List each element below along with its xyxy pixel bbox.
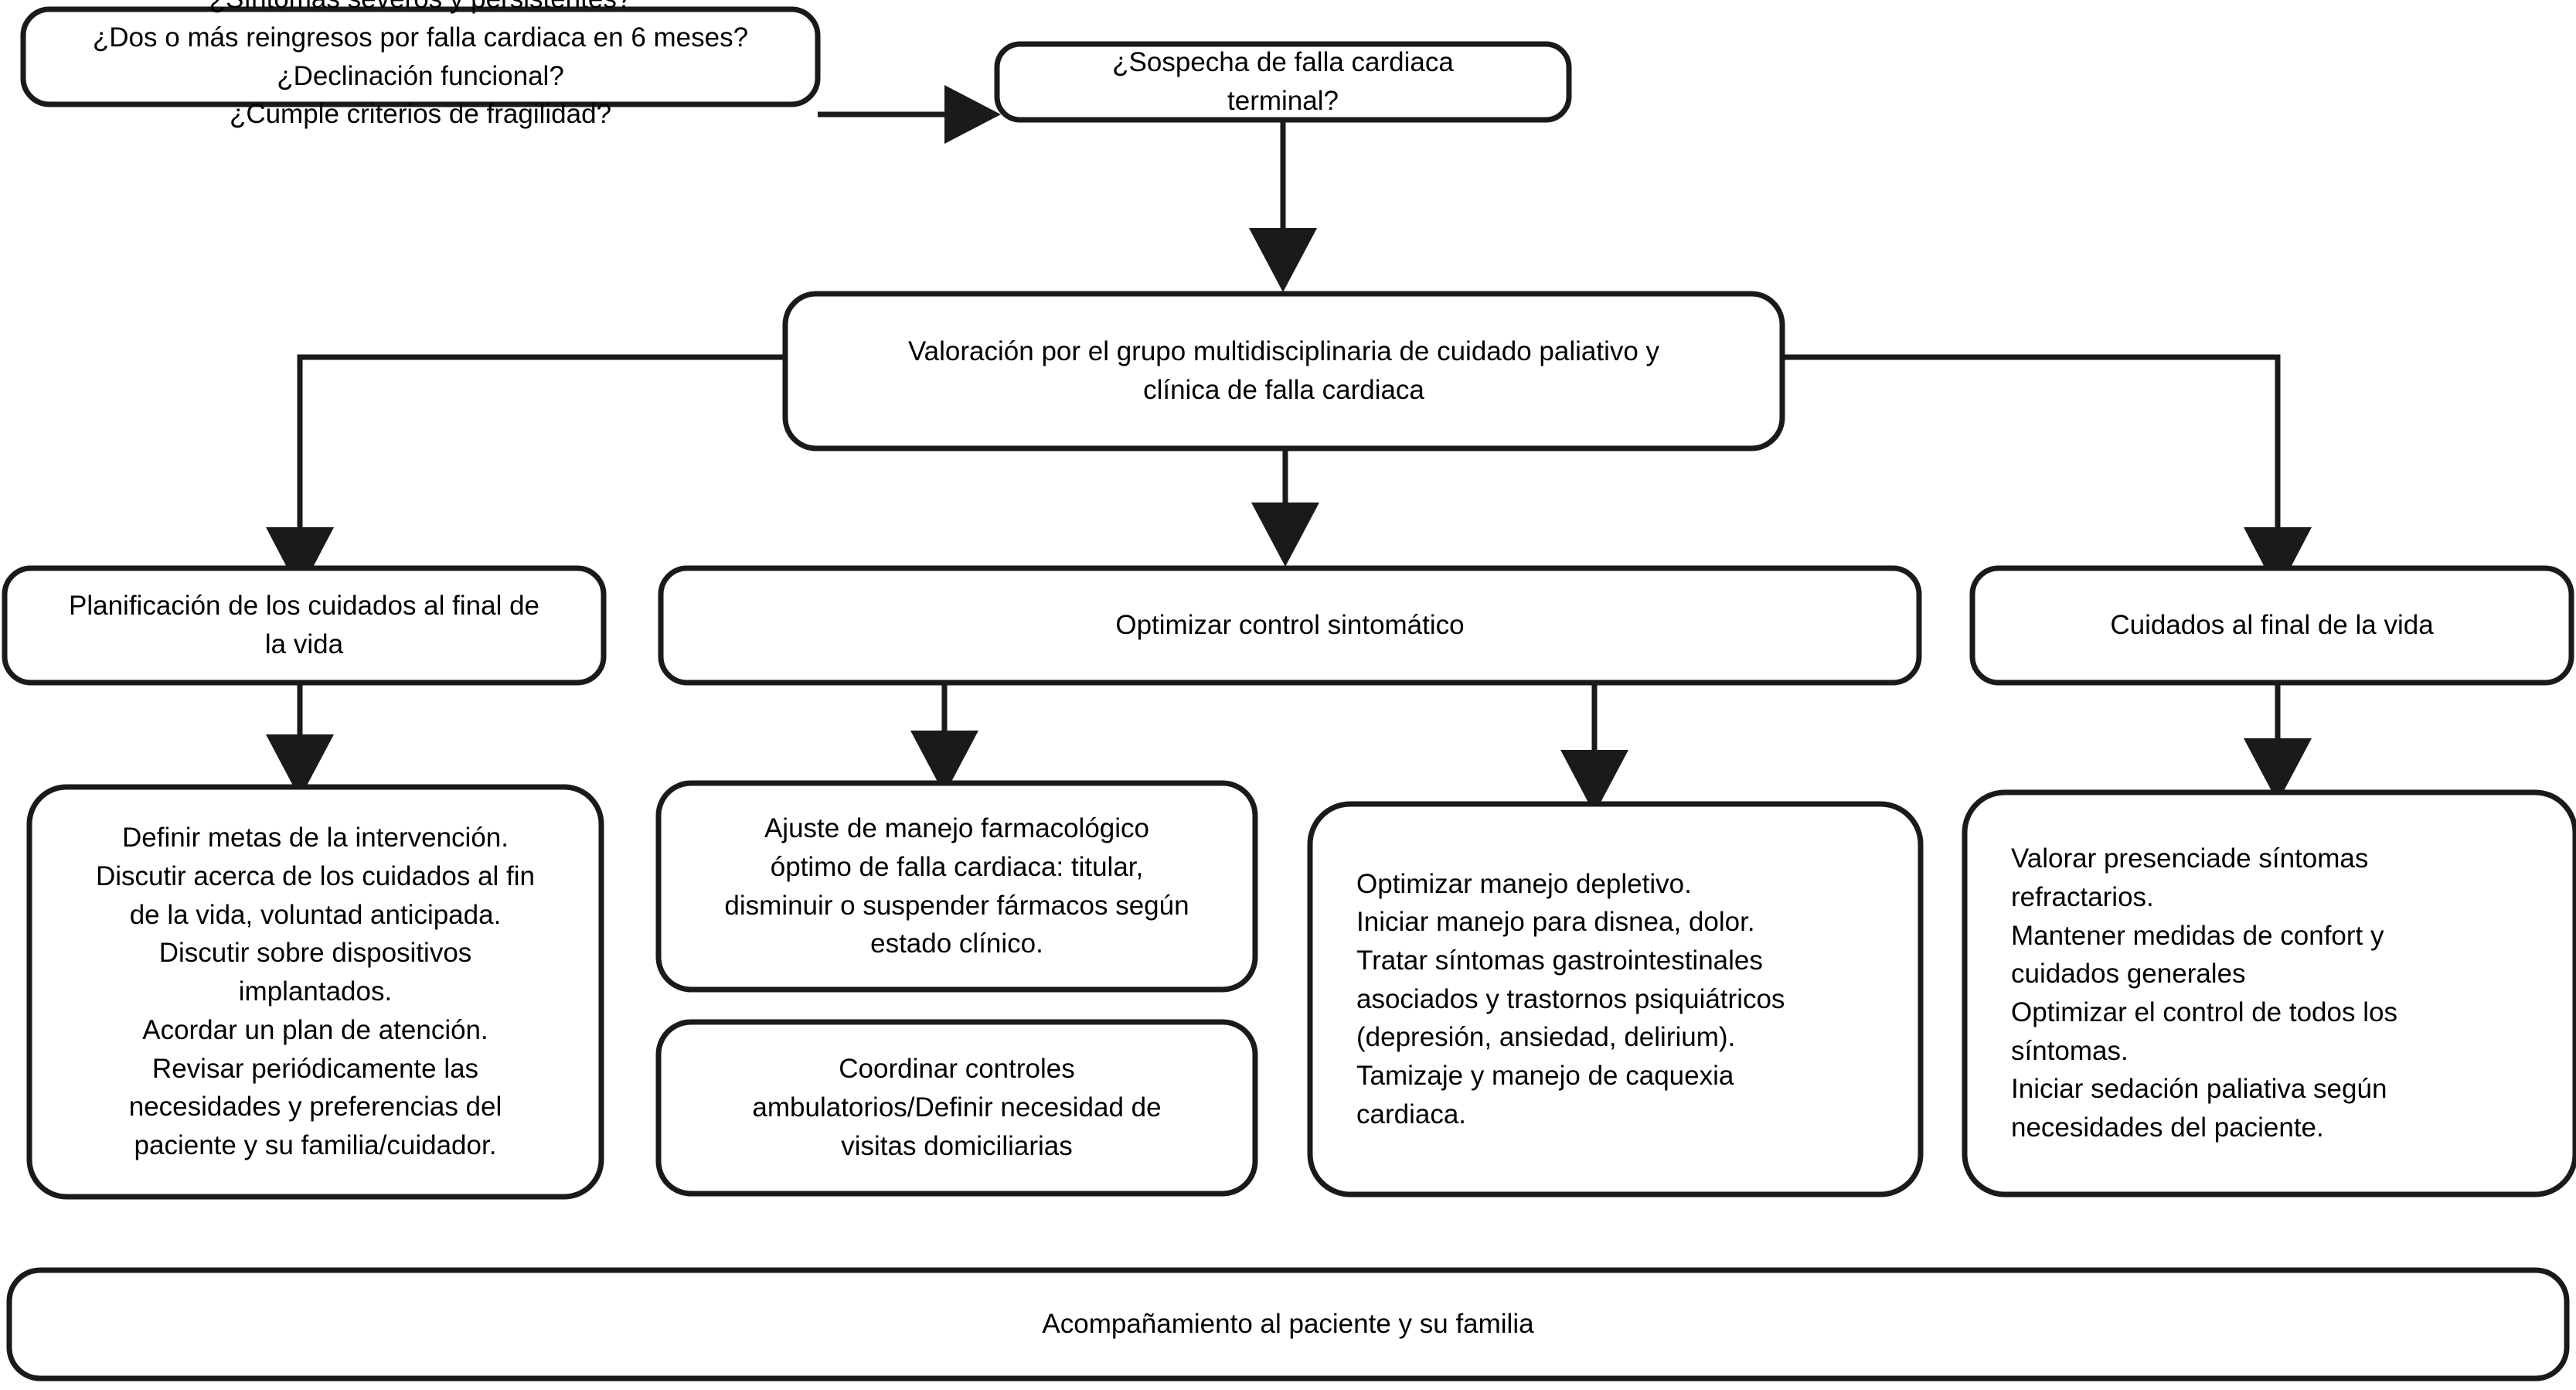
criteria-box[interactable]	[20, 6, 821, 107]
symptom-control-box[interactable]	[658, 565, 1922, 686]
connector-criteria-to-suspicion	[818, 85, 1001, 144]
connector-symptom-control-to-pharmacologic	[910, 683, 978, 795]
node-layer	[2, 6, 2576, 1381]
connector-end-of-life-care-to-refractory	[2244, 683, 2312, 802]
end-of-life-care-box[interactable]	[1969, 565, 2574, 686]
connector-assessment-to-end-of-life-care	[1782, 354, 2312, 592]
pharmacologic-adjustment-box[interactable]	[655, 780, 1258, 993]
multidisciplinary-assessment-box[interactable]	[782, 291, 1785, 451]
connector-assessment-to-planning	[266, 354, 785, 592]
connector-planning-to-goals	[266, 683, 334, 799]
goals-detail-box[interactable]	[26, 784, 604, 1200]
connector-assessment-to-symptom-control	[1251, 448, 1319, 567]
outpatient-coordination-box[interactable]	[655, 1019, 1258, 1197]
family-support-banner[interactable]	[6, 1267, 2570, 1381]
end-of-life-planning-box[interactable]	[2, 565, 607, 686]
connector-symptom-control-to-symptom-detail	[1560, 683, 1628, 814]
refractory-symptoms-box[interactable]	[1962, 789, 2576, 1198]
connector-suspicion-to-assessment	[1249, 120, 1317, 292]
connector-layer	[266, 85, 2312, 814]
symptom-management-detail-box[interactable]	[1307, 801, 1924, 1198]
suspicion-box[interactable]	[994, 41, 1572, 123]
